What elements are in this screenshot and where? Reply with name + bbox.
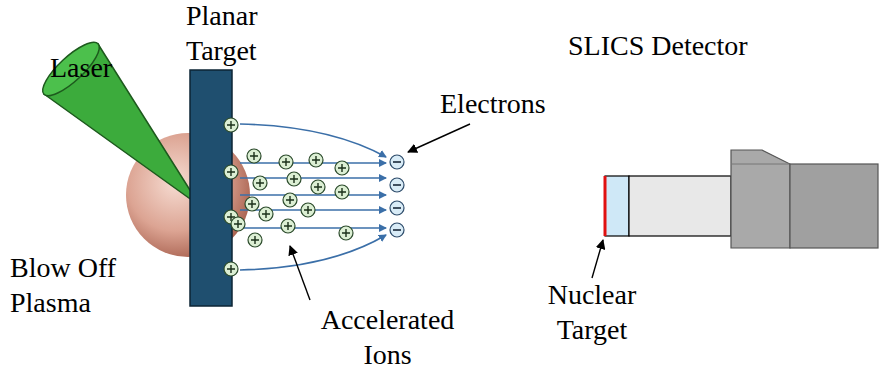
ions-label: Accelerated Ions [310,302,465,372]
light-guide [629,176,731,236]
plasma-label: Blow Off Plasma [10,250,160,320]
nuclear-target [604,176,607,236]
ion-arrows [240,163,386,228]
ions [231,149,353,247]
leader-line [592,240,603,278]
leader-line [290,246,310,300]
electrons-label: Electrons [440,86,570,121]
laser-label: Laser [50,50,140,85]
electrons [390,155,404,237]
laser-beam [44,44,200,206]
detector-label: SLICS Detector [568,28,868,63]
detector-body [790,164,878,248]
scintillator [605,176,629,236]
surface-charges [224,118,238,276]
detector-housing [731,150,790,248]
target-label: Planar Target [186,0,276,68]
leader-line [408,124,470,152]
field-arrow [240,124,386,157]
nuclear-target-label: Nuclear Target [532,277,652,347]
